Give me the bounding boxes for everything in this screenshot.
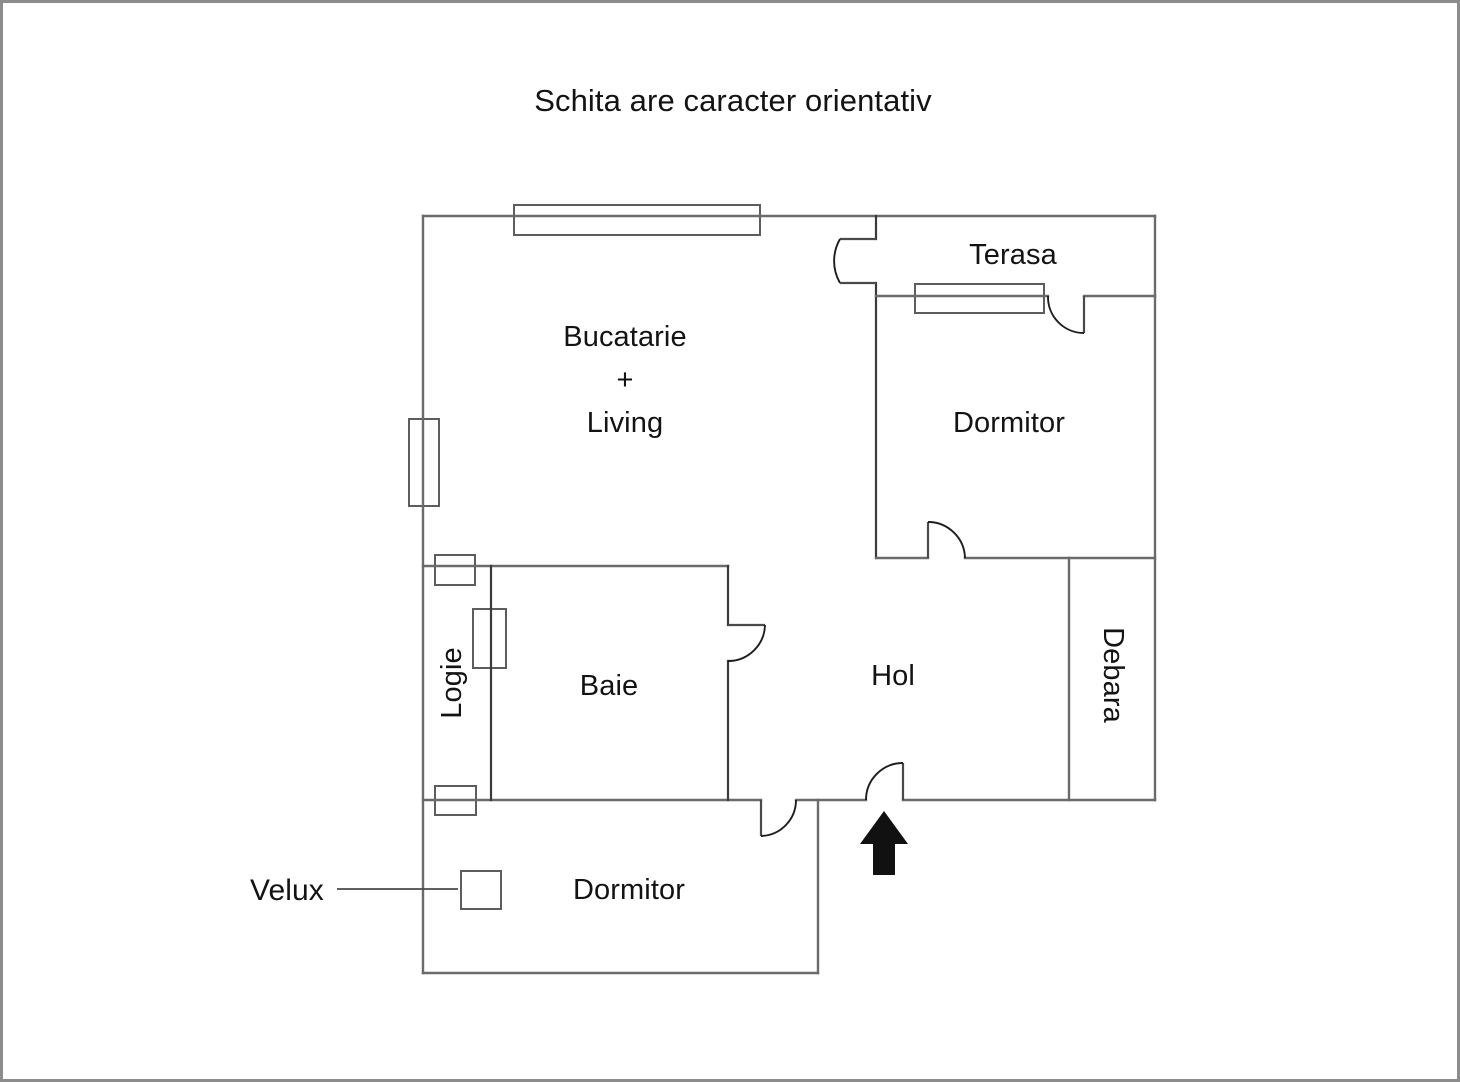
- floor-plan-drawing: [337, 204, 1157, 975]
- window-logie-east: [472, 608, 507, 669]
- window-terasa: [914, 283, 1045, 314]
- room-label-bucatarie-living: Bucatarie + Living: [563, 316, 686, 445]
- window-logie-north: [434, 554, 476, 586]
- door-terasa-west-arc: [833, 238, 841, 284]
- door-baie-hol-arc: [727, 624, 766, 662]
- page-title: Schita are caracter orientativ: [534, 83, 932, 118]
- velux-annotation-group: [337, 870, 502, 910]
- room-label-terasa: Terasa: [969, 239, 1057, 271]
- door-dormitor-hol-arc: [927, 521, 966, 559]
- room-label-plus: +: [616, 363, 634, 396]
- velux-skylight-square: [460, 870, 502, 910]
- room-label-dormitor-sud: Dormitor: [573, 874, 685, 906]
- doors-group: [727, 237, 1086, 837]
- window-top-bucatarie: [513, 204, 761, 236]
- room-label-bucatarie: Bucatarie: [563, 321, 687, 353]
- entrance-arrow-shape: [860, 811, 908, 875]
- walls-group: [421, 214, 1157, 975]
- door-dormitor-sud-arc: [760, 799, 797, 837]
- room-label-dormitor-nord: Dormitor: [953, 407, 1065, 439]
- room-label-hol: Hol: [871, 660, 915, 692]
- annotation-label-velux: Velux: [250, 874, 324, 907]
- room-label-living: Living: [586, 406, 664, 439]
- door-terasa-dormitor-arc: [1047, 295, 1085, 334]
- entrance-arrow: [860, 811, 908, 875]
- room-label-baie: Baie: [579, 670, 639, 702]
- room-label-debara: Debara: [1097, 627, 1130, 723]
- windows-group: [408, 204, 1046, 816]
- door-entrance-arc: [865, 762, 904, 801]
- room-label-logie: Logie: [435, 647, 468, 719]
